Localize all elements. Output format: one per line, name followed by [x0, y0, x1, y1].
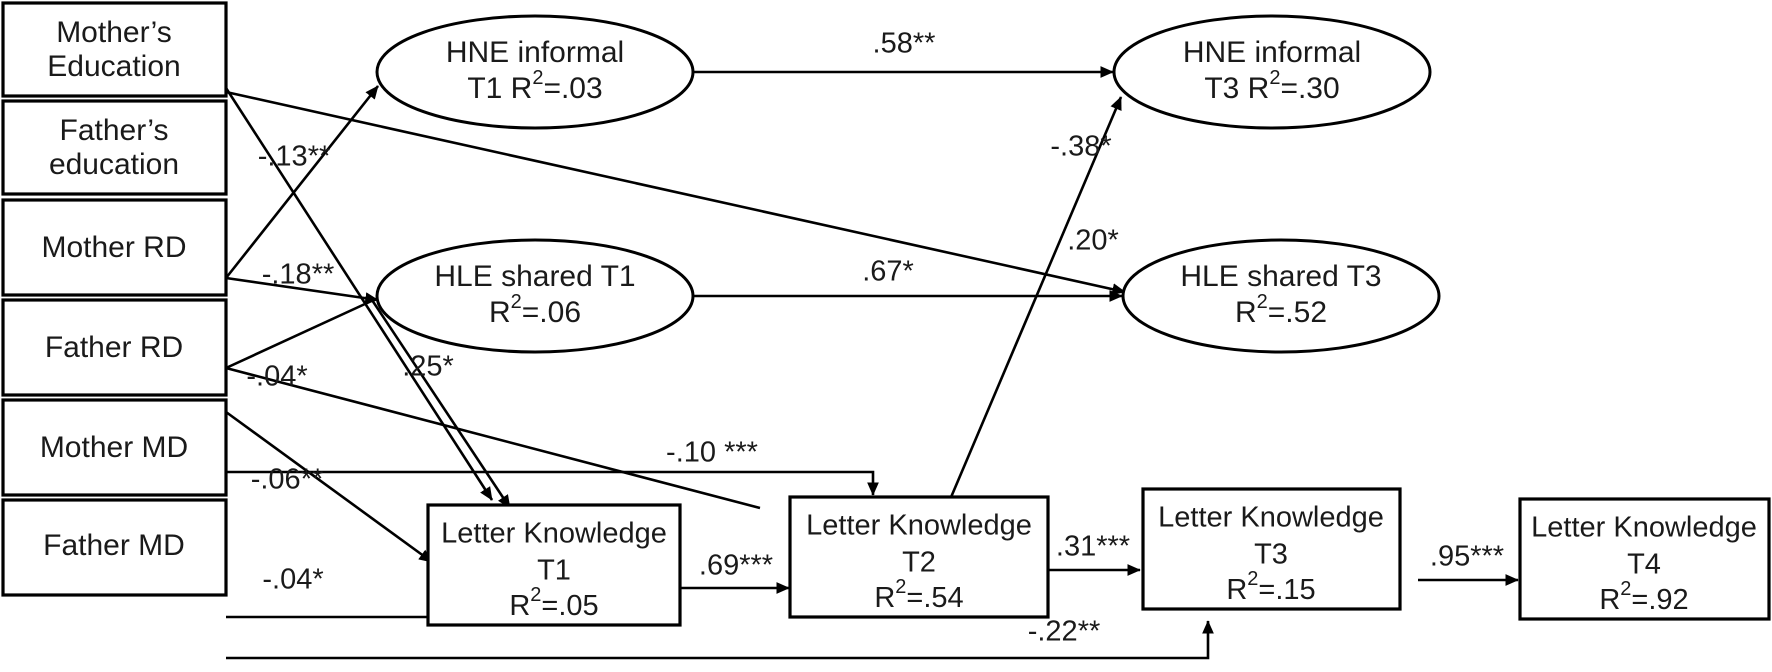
node-hne-informal-t1-line1: HNE informal	[446, 36, 624, 69]
node-lk-t3-line2: T3	[1254, 539, 1288, 571]
node-letter-knowledge-t2[interactable]: Letter Knowledge T2 R2=.54	[788, 495, 1050, 619]
edge-label-mother-md-to-lk-t2: -.10 ***	[666, 437, 758, 469]
node-lk-t4-line3: R2=.92	[1599, 578, 1688, 615]
node-hle-shared-t3-line2: R2=.52	[1235, 291, 1327, 329]
node-lk-t3-line3: R2=.15	[1226, 568, 1315, 605]
edge-label-father-md-to-lk-t3: -.22**	[1028, 616, 1101, 648]
edge-label-hle-t1-to-hle-t3: .67*	[862, 256, 914, 288]
path-line-mother-education-to-hle-shared-t3	[225, 90, 1126, 296]
node-father-rd-label: Father RD	[45, 331, 183, 364]
outcome-boxes-group: Letter Knowledge T1 R2=.05 Letter Knowle…	[426, 487, 1771, 627]
path-line-mother-md-to-letter-knowledge-t2	[226, 470, 879, 496]
edges-layer	[224, 66, 1519, 660]
edge-label-lk-t2-to-lk-t3: .31***	[1056, 531, 1130, 563]
edge-label-mother-education-to-lk-t1: -.13**	[258, 141, 331, 173]
node-lk-t2-line3: R2=.54	[874, 576, 963, 613]
edge-label-mother-rd-to-hne-t1: -.18**	[262, 259, 335, 291]
node-mother-rd-label: Mother RD	[41, 231, 186, 264]
node-letter-knowledge-t4[interactable]: Letter Knowledge T4 R2=.92	[1518, 497, 1771, 621]
node-mother-md[interactable]: Mother MD	[1, 398, 228, 497]
node-lk-t1-line2: T1	[537, 555, 571, 587]
node-lk-t2-line2: T2	[902, 547, 936, 579]
node-father-md-label: Father MD	[43, 529, 185, 562]
node-mother-education[interactable]: Mother’s Education	[1, 1, 228, 98]
node-lk-t1-line1: Letter Knowledge	[441, 518, 667, 550]
node-mother-rd[interactable]: Mother RD	[1, 198, 228, 297]
path-line-mother-rd-to-hle-shared-t1	[225, 276, 379, 305]
path-line-letter-knowledge-t2-to-hne-informal-t3	[947, 96, 1123, 503]
node-hne-informal-t1-line2: T1 R2=.03	[467, 67, 602, 105]
node-lk-t4-line2: T4	[1627, 549, 1661, 581]
path-line-mother-rd-to-letter-knowledge-t1	[370, 299, 512, 509]
predictor-boxes-group: Mother’s Education Father’s education Mo…	[1, 1, 228, 597]
path-line-mother-rd-to-hne-informal-t1	[224, 85, 380, 279]
node-hle-shared-t3-line1: HLE shared T3	[1180, 260, 1381, 293]
node-hne-informal-t1[interactable]: HNE informal T1 R2=.03	[375, 14, 695, 130]
path-line-father-md-to-letter-knowledge-t3	[226, 620, 1214, 660]
node-hle-shared-t3[interactable]: HLE shared T3 R2=.52	[1121, 238, 1441, 354]
edge-label-lk-t3-to-lk-t4: .95***	[1430, 541, 1504, 573]
node-father-education-line2: education	[49, 148, 179, 181]
node-hle-shared-t1[interactable]: HLE shared T1 R2=.06	[375, 238, 695, 354]
node-hne-informal-t3-line2: T3 R2=.30	[1204, 67, 1339, 105]
node-hne-informal-t3-line1: HNE informal	[1183, 36, 1361, 69]
edge-label-mother-rd-to-lk-t1: .25*	[402, 351, 454, 383]
edge-label-father-md-to-lk-t1: -.04*	[262, 564, 323, 596]
node-letter-knowledge-t3[interactable]: Letter Knowledge T3 R2=.15	[1141, 487, 1402, 611]
latent-nodes-group: HNE informal T1 R2=.03 HNE informal T3 R…	[375, 14, 1441, 354]
path-line-mother-education-to-letter-knowledge-t1	[224, 87, 494, 501]
path-line-father-rd-up	[225, 296, 379, 370]
edge-label-lk-t2-to-hne-t3: -.38*	[1050, 131, 1111, 163]
node-mother-md-label: Mother MD	[40, 431, 188, 464]
path-line-father-rd-to-letter-knowledge-t1-b	[225, 410, 433, 564]
node-hne-informal-t3[interactable]: HNE informal T3 R2=.30	[1112, 14, 1432, 130]
node-hle-shared-t1-line1: HLE shared T1	[434, 260, 635, 293]
path-line-father-rd-to-letter-knowledge-t1-a	[225, 366, 761, 510]
node-lk-t3-line1: Letter Knowledge	[1158, 502, 1384, 534]
edge-label-father-rd-to-lk-t1-a: -.04*	[246, 361, 307, 393]
node-lk-t1-line3: R2=.05	[509, 584, 598, 621]
node-lk-t2-line1: Letter Knowledge	[806, 510, 1032, 542]
edge-label-hne-t1-to-hne-t3: .58**	[873, 28, 936, 60]
node-father-md[interactable]: Father MD	[1, 498, 228, 597]
edge-label-father-rd-to-lk-t1-b: -.06**	[251, 464, 324, 496]
node-father-education[interactable]: Father’s education	[1, 99, 228, 196]
edge-label-lk-t1-to-lk-t2: .69***	[699, 550, 773, 582]
edge-labels-group: -.13** -.18** .25* -.04* -.06** -.04* -.…	[246, 28, 1504, 648]
node-mother-education-line1: Mother’s	[56, 16, 172, 49]
node-father-education-line1: Father’s	[60, 114, 169, 147]
edge-label-mother-education-to-hle-t3: .20*	[1067, 225, 1119, 257]
node-letter-knowledge-t1[interactable]: Letter Knowledge T1 R2=.05	[426, 503, 682, 627]
node-father-rd[interactable]: Father RD	[1, 298, 228, 397]
node-mother-education-line2: Education	[47, 50, 180, 83]
node-lk-t4-line1: Letter Knowledge	[1531, 512, 1757, 544]
node-hle-shared-t1-line2: R2=.06	[489, 291, 581, 329]
